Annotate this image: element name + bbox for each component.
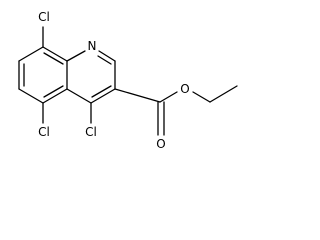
bond-c6-c5 bbox=[18, 88, 44, 104]
atom-label-cl-top: Cl bbox=[38, 10, 50, 24]
bond-o-ch2 bbox=[192, 91, 211, 103]
atom-label-cl-bottom-left: Cl bbox=[38, 125, 50, 139]
bond-c8a-n bbox=[66, 50, 86, 62]
atom-labels: Cl N Cl Cl O O bbox=[38, 10, 190, 151]
bond-c3-c4-inner bbox=[91, 85, 112, 98]
bond-c8a-c8-inner bbox=[43, 52, 64, 65]
bond-c5-c4a bbox=[42, 88, 68, 104]
bond-c8a-c8 bbox=[42, 46, 68, 62]
bond-ch2-ch3 bbox=[209, 85, 238, 103]
atom-label-o-ester: O bbox=[180, 82, 189, 96]
bond-c8-c7 bbox=[18, 46, 44, 62]
atom-label-cl-bottom-mid: Cl bbox=[85, 125, 97, 139]
bond-c3-carbonyl bbox=[114, 88, 161, 103]
bond-n-c2 bbox=[98, 50, 116, 62]
bond-n-c2-inner bbox=[97, 55, 112, 65]
bond-c3-c4 bbox=[90, 88, 116, 104]
bond-carbonyl-o-ester bbox=[159, 91, 178, 103]
atom-label-n: N bbox=[88, 39, 97, 53]
bond-lines bbox=[18, 26, 238, 136]
bond-c4-c4a bbox=[66, 88, 92, 104]
atom-label-o-carbonyl: O bbox=[156, 137, 165, 151]
quinoline-ester-structure: Cl N Cl Cl O O bbox=[18, 10, 238, 151]
bond-c5-c4a-inner bbox=[43, 85, 64, 98]
